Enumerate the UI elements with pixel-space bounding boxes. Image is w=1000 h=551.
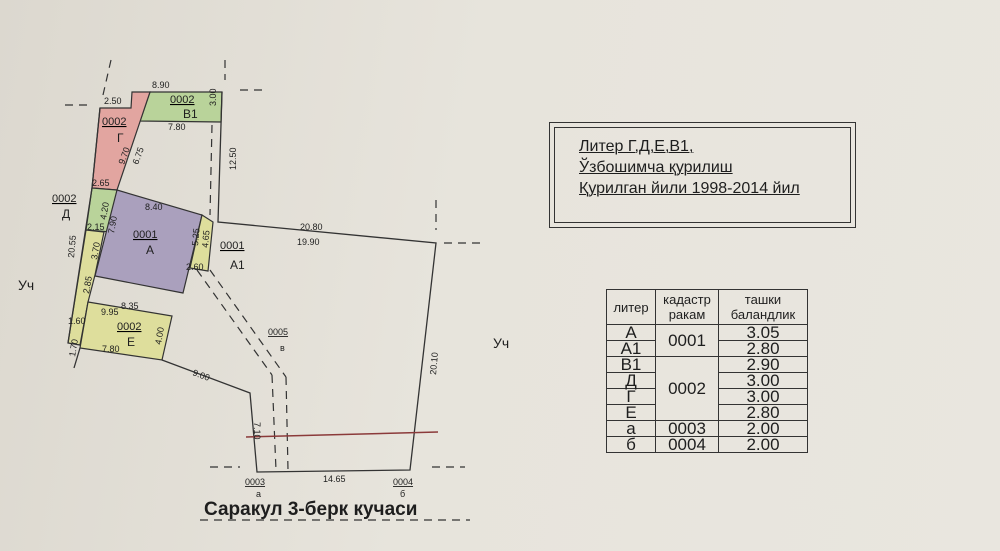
title-line: Литер Г,Д,Е,В1, (579, 138, 694, 155)
v-liter: в (280, 343, 285, 353)
dim: 2.60 (186, 262, 204, 272)
dim: 3.70 (89, 241, 102, 260)
cell-height: 2.00 (718, 420, 808, 437)
a1-code: 0001 (220, 240, 244, 252)
dim: 8.35 (121, 301, 139, 311)
b-small-liter: б (400, 489, 405, 499)
dim: 4.65 (200, 230, 211, 248)
dim: 9.00 (191, 367, 211, 382)
cell-liter: А1 (606, 340, 656, 357)
a-small-liter: а (256, 489, 261, 499)
dim: 7.90 (106, 215, 119, 234)
dim: 4.00 (153, 326, 166, 345)
title-line: Ўзбошимча қурилиш (579, 159, 733, 176)
a-liter: А (146, 243, 154, 257)
dim: 2.50 (104, 96, 122, 106)
b1-code: 0002 (170, 94, 194, 106)
header-liter: литер (606, 289, 656, 325)
cell-height: 3.00 (718, 388, 808, 405)
neighbor-right-label: Уч (493, 335, 509, 351)
a1-liter: А1 (230, 258, 245, 272)
a-small-code: 0003 (245, 477, 265, 487)
d-code: 0002 (52, 193, 76, 205)
dim: 6.75 (130, 146, 145, 166)
cell-height: 2.00 (718, 436, 808, 453)
dim: 8.40 (145, 202, 163, 212)
b-small-code: 0004 (393, 477, 413, 487)
e-liter: Е (127, 335, 135, 349)
dim: 5.25 (190, 228, 201, 246)
title-line: Қурилган йили 1998-2014 йил (579, 180, 800, 197)
building-a (94, 189, 203, 294)
dim: 12.50 (228, 147, 238, 170)
cell-cadastre: 0004 (655, 436, 719, 453)
dim: 8.90 (152, 80, 170, 90)
dim: 14.65 (323, 474, 346, 484)
dim: 9.95 (101, 307, 119, 317)
neighbor-left-label: Уч (18, 277, 34, 293)
cell-height: 2.80 (718, 340, 808, 357)
cell-height: 3.05 (718, 324, 808, 341)
dim: 1.70 (67, 338, 80, 357)
dim: 7.10 (252, 422, 262, 440)
dim: 2.65 (92, 178, 110, 188)
dim: 20.55 (66, 235, 78, 258)
cell-cadastre: 0002 (655, 356, 719, 421)
dim: 20.80 (300, 222, 323, 232)
g-code: 0002 (102, 116, 126, 128)
dim: 2.15 (87, 222, 105, 232)
header-height: ташки баландлик (718, 289, 808, 325)
red-line (245, 431, 439, 438)
dim: 19.90 (297, 237, 320, 247)
d-liter: Д (62, 207, 70, 221)
g-liter: Г (117, 131, 124, 145)
a-code: 0001 (133, 229, 157, 241)
dim: 7.80 (168, 122, 186, 132)
e-code: 0002 (117, 321, 141, 333)
dim: 1.60 (68, 316, 86, 326)
cell-cadastre: 0001 (655, 324, 719, 357)
dim: 4.20 (98, 201, 111, 220)
dim: 20.10 (428, 352, 440, 375)
parcel-outline (67, 91, 437, 473)
dim: 7.80 (102, 344, 120, 354)
dashed-lines (65, 59, 480, 521)
b1-liter: В1 (183, 107, 198, 121)
v-code: 0005 (268, 327, 288, 337)
building-a1 (189, 214, 214, 272)
street-name: Саракул 3-берк кучаси (204, 499, 417, 520)
legend-table: литер кадастр ракам ташки баландлик А 00… (606, 289, 808, 453)
dim: 3.00 (208, 88, 218, 106)
title-box: Литер Г,Д,Е,В1, Ўзбошимча қурилиш Қурилг… (549, 122, 856, 228)
dim: 2.85 (81, 275, 94, 294)
header-cadastre: кадастр ракам (655, 289, 719, 325)
cell-liter: б (606, 436, 656, 453)
